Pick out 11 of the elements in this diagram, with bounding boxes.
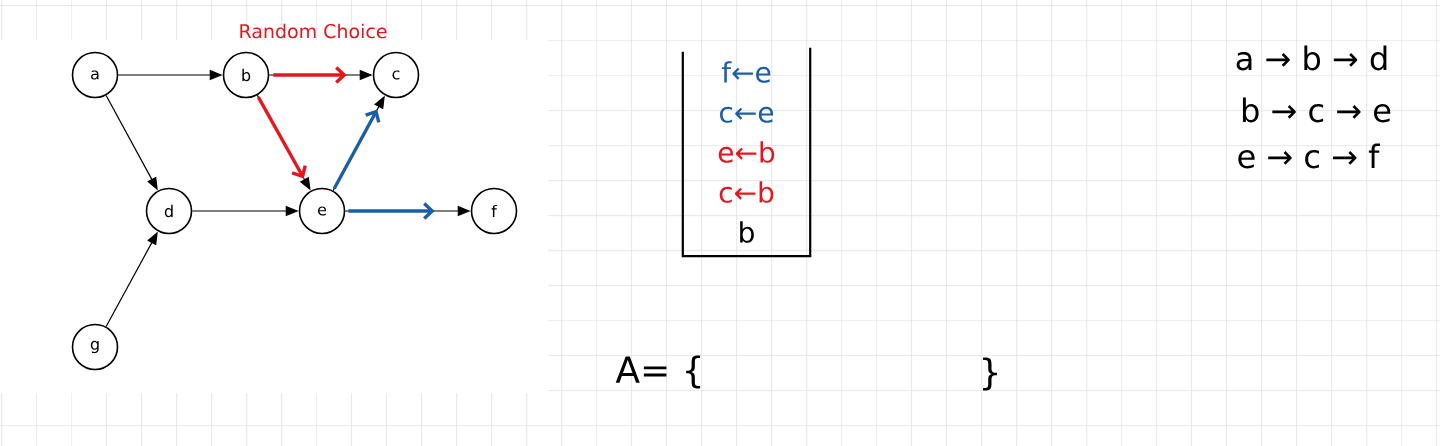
stack-container: f←e c←e e←b c←b b <box>681 47 812 258</box>
highlight-arrow <box>273 66 347 84</box>
title-text: Random Choice <box>240 23 387 39</box>
brace-text: } <box>983 357 997 391</box>
path-text: e → c → f <box>1238 143 1380 169</box>
highlight-arrow <box>332 109 381 190</box>
path-text: b → c → e <box>1242 97 1391 123</box>
highlight-arrow <box>348 202 435 220</box>
path-text: a → b → d <box>1236 45 1387 71</box>
highlight-arrow <box>256 96 307 179</box>
set-text: A= { <box>615 355 701 389</box>
